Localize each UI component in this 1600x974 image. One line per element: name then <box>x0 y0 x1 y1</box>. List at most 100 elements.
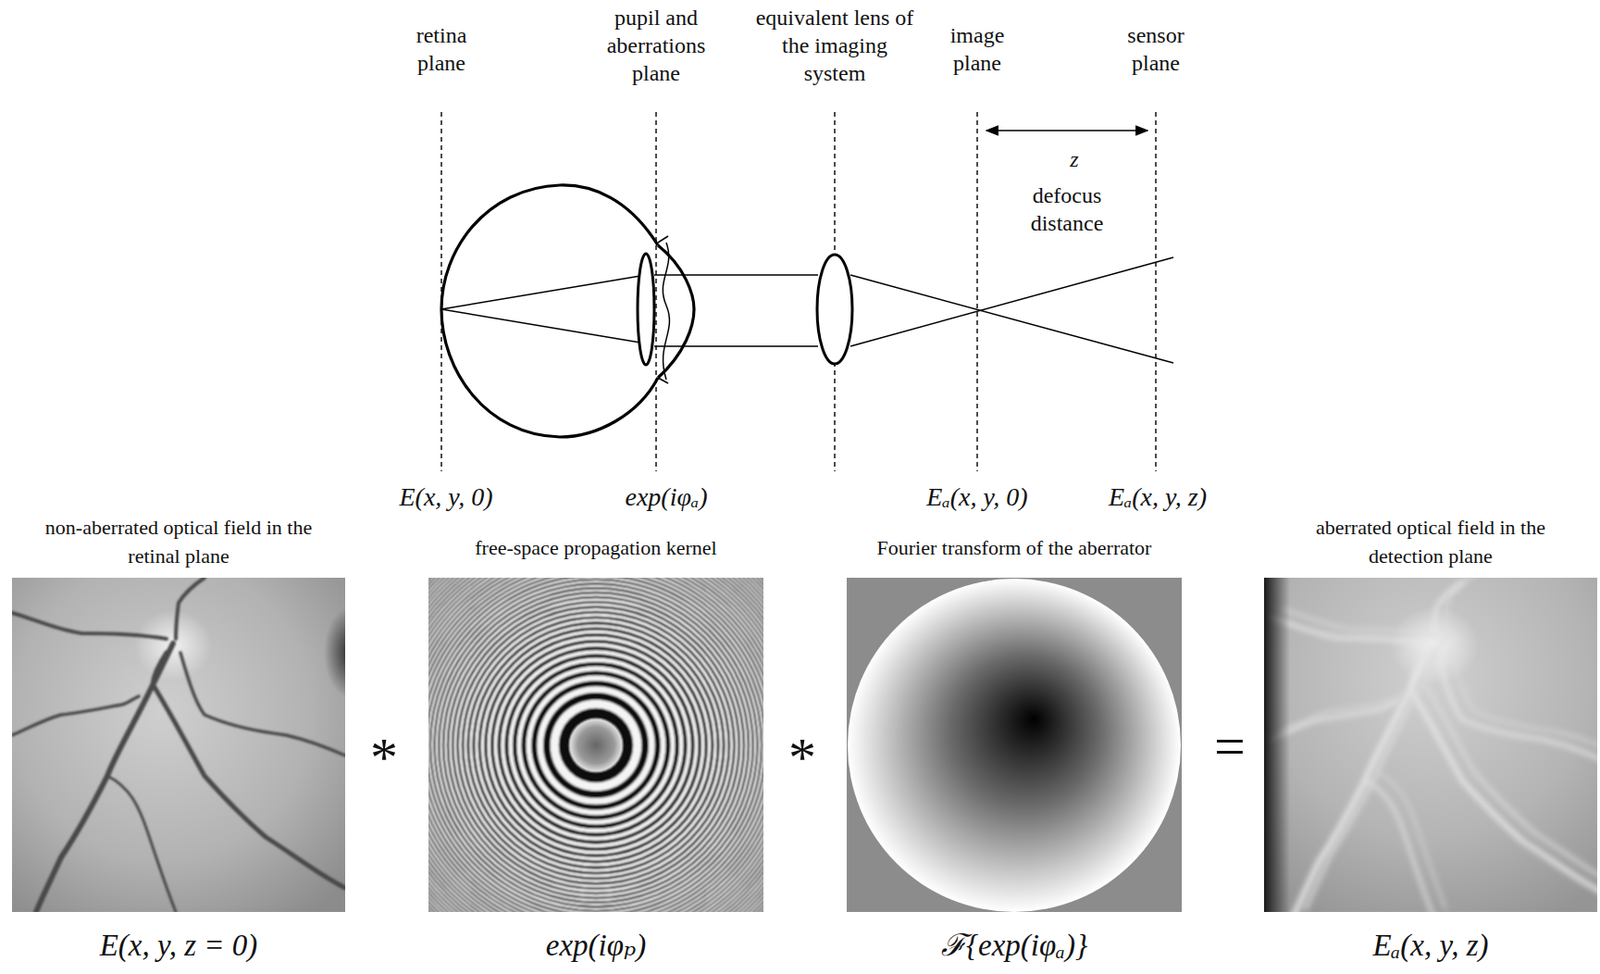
plane-label: sensor plane <box>1114 21 1198 77</box>
kernel-ring <box>428 577 764 912</box>
operator-symbol: * <box>788 729 817 785</box>
kernel-ring <box>428 577 764 912</box>
kernel-ring <box>428 577 764 912</box>
kernel-ring <box>428 577 764 912</box>
operator-symbol: * <box>370 729 398 785</box>
kernel-ring <box>428 577 764 912</box>
kernel-ring <box>512 661 680 829</box>
plane-label: pupil and aberrations plane <box>595 3 718 87</box>
kernel-ring <box>558 707 634 783</box>
kernel-ring <box>435 584 757 906</box>
image-panel: non-aberrated optical field in the retin… <box>12 577 346 912</box>
kernel-ring <box>428 577 764 912</box>
kernel-ring <box>428 577 764 912</box>
kernel-ring <box>456 605 736 885</box>
kernel-ring <box>428 577 764 912</box>
kernel-ring <box>428 577 764 912</box>
kernel-ring <box>471 620 720 869</box>
kernel-ring <box>481 630 711 860</box>
kernel-ring <box>428 577 764 912</box>
kernel-ring <box>428 577 764 912</box>
kernel-ring <box>428 577 764 912</box>
image-panel: free-space propagation kernelexp(iφₚ) <box>428 577 764 912</box>
kernel-ring <box>428 577 764 912</box>
kernel-ring <box>550 699 643 792</box>
kernel-ring <box>428 577 764 912</box>
kernel-ring <box>478 627 715 864</box>
kernel-ring <box>428 577 764 912</box>
kernel-ring <box>428 577 764 912</box>
kernel-ring <box>483 632 708 857</box>
panel-heading: aberrated optical field in the detection… <box>1311 512 1551 571</box>
kernel-ring <box>428 577 764 912</box>
image-panel: aberrated optical field in the detection… <box>1264 577 1598 912</box>
field-label: Eₐ(x, y, 0) <box>926 481 1028 513</box>
kernel-ring <box>442 591 750 899</box>
panel-heading: free-space propagation kernel <box>438 533 754 562</box>
plane-label: equivalent lens of the imaging system <box>755 3 915 87</box>
kernel-ring <box>461 610 732 881</box>
kernel-ring <box>428 577 764 912</box>
kernel-ring <box>428 577 764 912</box>
kernel-ring <box>428 577 764 912</box>
kernel-ring <box>428 577 764 912</box>
kernel-ring <box>543 692 649 798</box>
dimension-label: defocus distance <box>1011 181 1123 237</box>
kernel-ring <box>536 685 655 804</box>
kernel-ring <box>504 653 687 836</box>
panel-caption: Eₐ(x, y, z) <box>1372 926 1489 964</box>
panel-caption: ℱ{exp(iφₐ)} <box>941 926 1088 964</box>
kernel-ring <box>466 615 725 874</box>
kernel-ring <box>428 577 764 912</box>
kernel-ring <box>433 582 758 907</box>
kernel-ring <box>428 577 764 912</box>
kernel-ring <box>500 649 692 841</box>
kernel-ring <box>451 600 741 890</box>
field-label: E(x, y, 0) <box>398 481 493 513</box>
kernel-ring <box>454 603 739 888</box>
kernel-ring <box>469 618 722 871</box>
kernel-ring <box>486 635 705 854</box>
kernel-ring <box>520 669 670 819</box>
plane-label: retina plane <box>399 21 484 77</box>
operator-symbol: = <box>1214 718 1246 774</box>
kernel-ring <box>428 577 764 912</box>
kernel-ring <box>490 639 702 851</box>
kernel-ring <box>428 577 764 912</box>
panel-caption: exp(iφₚ) <box>545 926 646 964</box>
kernel-ring <box>428 577 764 912</box>
kernel-ring <box>448 597 743 892</box>
kernel-ring <box>428 577 764 912</box>
kernel-ring <box>464 613 729 878</box>
kernel-ring <box>431 580 761 910</box>
kernel-ring <box>444 593 747 896</box>
kernel-ring <box>428 577 764 912</box>
kernel-ring <box>437 586 755 904</box>
kernel-ring <box>428 577 764 912</box>
kernel-ring <box>428 577 764 912</box>
kernel-ring <box>458 607 733 882</box>
field-label: exp(iφₐ) <box>625 481 708 513</box>
kernel-ring <box>494 643 699 848</box>
distance-symbol: z <box>1069 145 1079 174</box>
plane-label: image plane <box>935 21 1019 77</box>
kernel-ring <box>428 577 764 912</box>
kernel-ring <box>526 675 667 816</box>
kernel-ring <box>429 578 763 912</box>
kernel-ring <box>428 577 764 912</box>
kernel-ring <box>439 588 752 901</box>
kernel-ring <box>446 595 745 894</box>
kernel-ring <box>496 645 695 844</box>
image-panel: Fourier transform of the aberratorℱ{exp(… <box>846 577 1182 912</box>
kernel-ring <box>428 577 764 912</box>
kernel-ring <box>428 577 764 912</box>
kernel-ring <box>428 577 764 912</box>
kernel-ring <box>428 577 764 912</box>
kernel-ring <box>428 577 764 912</box>
kernel-ring <box>570 719 623 772</box>
panel-heading: Fourier transform of the aberrator <box>852 533 1177 562</box>
kernel-ring <box>517 666 676 825</box>
kernel-ring <box>508 657 683 832</box>
kernel-ring <box>474 623 717 866</box>
